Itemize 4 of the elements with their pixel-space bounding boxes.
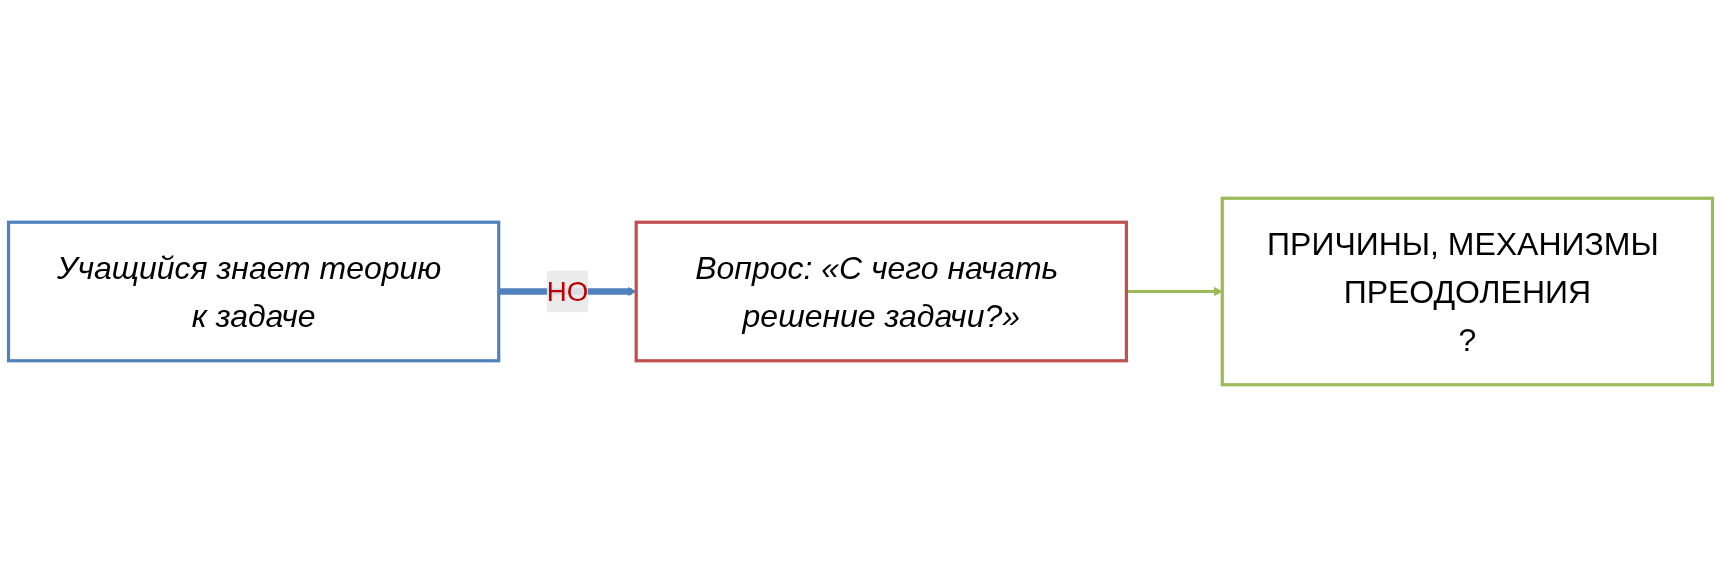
- edge-label: НО: [546, 274, 589, 307]
- node-box: Вопрос: «С чего начать решение задачи?»: [634, 220, 1128, 363]
- node-box: Учащийся знает теорию к задаче: [6, 220, 501, 363]
- node-box: ПРИЧИНЫ, МЕХАНИЗМЫ ПРЕОДОЛЕНИЯ ?: [1220, 196, 1715, 387]
